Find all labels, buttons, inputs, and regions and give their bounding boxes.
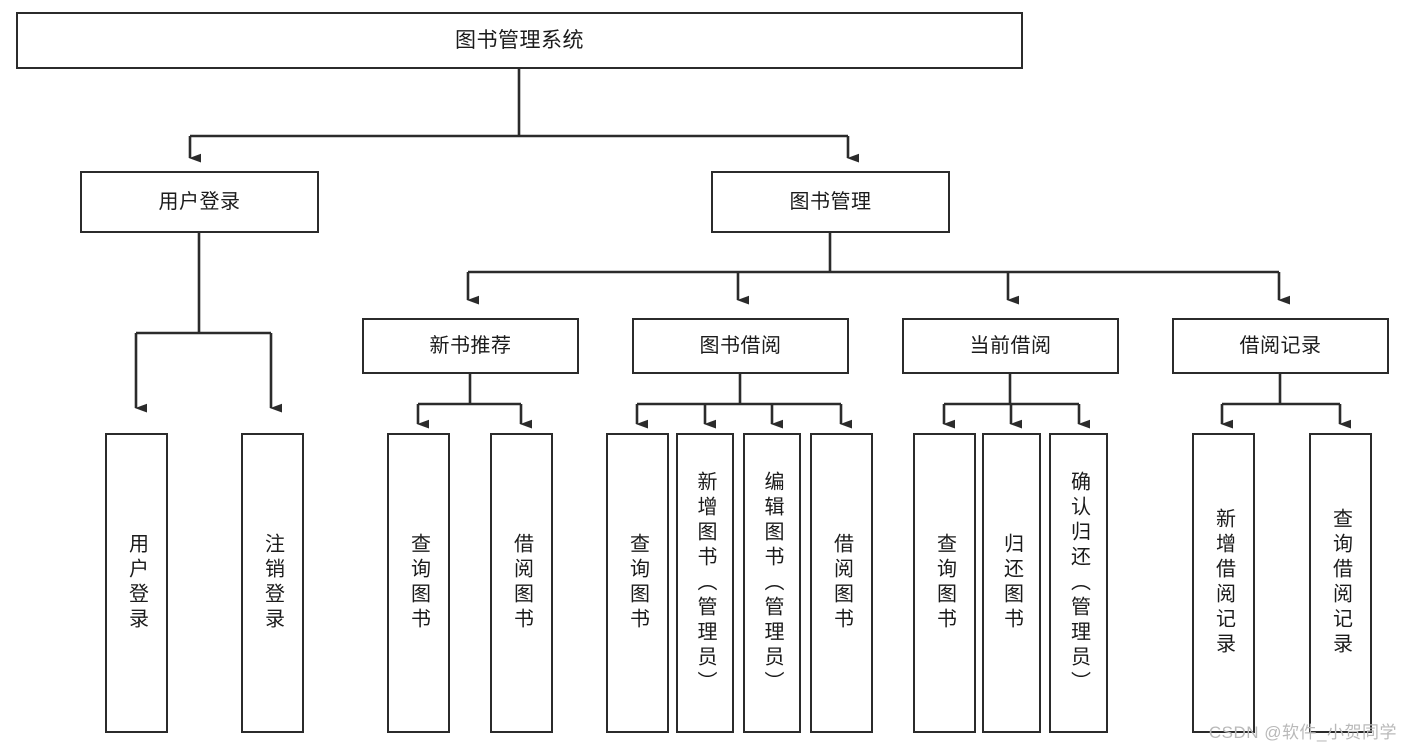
node-label: 用户登录	[125, 533, 148, 633]
node-label: 当前借阅	[969, 334, 1052, 357]
node-borrow-record[interactable]: 借阅记录	[1172, 318, 1389, 374]
leaf-user-login[interactable]: 用户登录	[105, 433, 168, 733]
node-label: 图书管理系统	[455, 28, 584, 52]
node-new-book-recommendation[interactable]: 新书推荐	[362, 318, 579, 374]
leaf-logout[interactable]: 注销登录	[241, 433, 304, 733]
node-label: 借阅图书	[510, 533, 533, 633]
leaf-query-book-current[interactable]: 查询图书	[913, 433, 976, 733]
node-label: 查询借阅记录	[1329, 508, 1352, 658]
node-user-login[interactable]: 用户登录	[80, 171, 319, 233]
node-label: 借阅图书	[830, 533, 853, 633]
node-label: 图书管理	[789, 190, 872, 213]
node-label: 查询图书	[626, 533, 649, 633]
node-label: 新书推荐	[429, 334, 512, 357]
node-label: 借阅记录	[1239, 334, 1322, 357]
leaf-confirm-return-admin[interactable]: 确认归还（管理员）	[1049, 433, 1108, 733]
node-label: 新增借阅记录	[1212, 508, 1235, 658]
node-label: 用户登录	[158, 190, 241, 213]
leaf-borrow-book-borrow[interactable]: 借阅图书	[810, 433, 873, 733]
leaf-query-borrow-record[interactable]: 查询借阅记录	[1309, 433, 1372, 733]
node-label: 编辑图书（管理员）	[761, 470, 783, 696]
node-label: 图书借阅	[699, 334, 782, 357]
node-label: 确认归还（管理员）	[1067, 470, 1090, 696]
leaf-query-book-new-rec[interactable]: 查询图书	[387, 433, 450, 733]
leaf-add-book-admin[interactable]: 新增图书（管理员）	[676, 433, 734, 733]
csdn-watermark: CSDN @软件_小贺同学	[1208, 723, 1397, 742]
leaf-query-book-borrow[interactable]: 查询图书	[606, 433, 669, 733]
node-label: 查询图书	[933, 533, 956, 633]
node-current-borrow[interactable]: 当前借阅	[902, 318, 1119, 374]
node-label: 归还图书	[1000, 533, 1023, 633]
node-book-management[interactable]: 图书管理	[711, 171, 950, 233]
leaf-add-borrow-record[interactable]: 新增借阅记录	[1192, 433, 1255, 733]
node-label: 查询图书	[407, 533, 430, 633]
node-label: 新增图书（管理员）	[694, 470, 716, 696]
node-root-book-management-system[interactable]: 图书管理系统	[16, 12, 1023, 69]
leaf-return-book[interactable]: 归还图书	[982, 433, 1041, 733]
leaf-borrow-book-new-rec[interactable]: 借阅图书	[490, 433, 553, 733]
node-book-borrow[interactable]: 图书借阅	[632, 318, 849, 374]
node-label: 注销登录	[261, 533, 284, 633]
leaf-edit-book-admin[interactable]: 编辑图书（管理员）	[743, 433, 801, 733]
